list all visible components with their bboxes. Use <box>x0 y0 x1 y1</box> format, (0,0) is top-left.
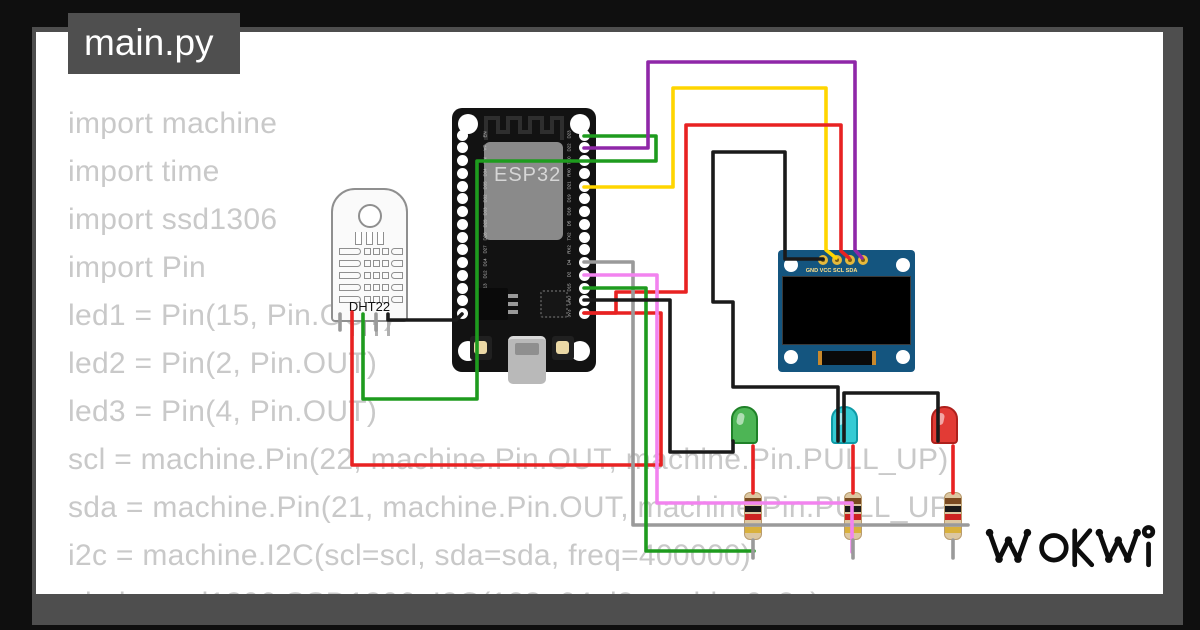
esp32-pin-d13-left[interactable] <box>456 282 468 294</box>
esp32-pin-d5-right[interactable] <box>578 218 590 230</box>
mounting-hole <box>784 350 798 364</box>
wire-oled-gnd-to-led2-cathode[interactable] <box>711 150 840 443</box>
dht22-mounting-hole <box>358 204 382 228</box>
mounting-hole <box>784 258 798 272</box>
esp32-pin-label: VP <box>482 144 488 151</box>
esp32-pin-en-left[interactable] <box>456 129 468 141</box>
esp32-pin-vp-left[interactable] <box>456 142 468 154</box>
resistor-3[interactable] <box>944 492 962 540</box>
code-listing: import machine import time import ssd1306 i… <box>68 100 1068 594</box>
esp32-pin-label: D19 <box>566 194 572 203</box>
oled-vcc-pad[interactable] <box>832 255 842 265</box>
code-line-3: import ssd1306 <box>68 203 278 236</box>
esp32-chip-label: ESP32 <box>494 164 562 186</box>
wire-d2-to-resistor2[interactable] <box>582 273 854 554</box>
esp32-pin-label: D22 <box>566 143 572 152</box>
green-led[interactable] <box>731 406 758 444</box>
mounting-hole <box>896 350 910 364</box>
dht22-sensor[interactable]: DHT22 <box>331 188 408 336</box>
diagram-canvas: import machine import time import ssd1306 i… <box>36 32 1163 594</box>
wire-dht-gnd-to-esp-gnd[interactable] <box>386 312 464 322</box>
esp32-pin-d26-left[interactable] <box>456 231 468 243</box>
dht22-label: DHT22 <box>348 299 391 314</box>
oled-flex-connector <box>818 351 876 365</box>
esp32-pin-d18-right[interactable] <box>578 206 590 217</box>
mounting-hole <box>458 114 478 134</box>
code-line-4: import Pin <box>68 251 207 284</box>
oled-ssd1306-display[interactable]: GND VCC SCL SDA <box>778 250 915 372</box>
wire-led2-to-led3-cathode[interactable] <box>842 391 940 443</box>
esp32-pin-vn-left[interactable] <box>456 155 468 166</box>
esp32-pin-label: D32 <box>482 194 488 203</box>
esp32-pin-d34-left[interactable] <box>456 167 468 179</box>
code-line-6: led2 = Pin(2, Pin.OUT) <box>68 347 378 380</box>
red-led[interactable] <box>931 406 958 444</box>
wire-dht-data-to-d23[interactable] <box>361 134 658 401</box>
esp32-pin-d12-left[interactable] <box>456 269 468 281</box>
oled-screen <box>782 276 911 345</box>
mounting-hole <box>570 341 590 361</box>
wire-d22-to-oled-sda[interactable] <box>582 60 864 260</box>
wire-d15-to-resistor1[interactable] <box>582 286 756 553</box>
esp32-pin-rx0-right[interactable] <box>578 167 590 179</box>
code-line-7: led3 = Pin(4, Pin.OUT) <box>68 395 378 428</box>
wire-layer <box>338 60 970 560</box>
esp32-chip: ESP32 <box>484 142 563 240</box>
esp32-pin-d14-left[interactable] <box>456 257 468 268</box>
wire-esp-gnd-to-led1-cathode[interactable] <box>582 298 735 454</box>
oled-scl-pad[interactable] <box>845 255 855 265</box>
code-line-8: scl = machine.Pin(22, machine.Pin.OUT, m… <box>68 443 949 476</box>
usb-uart-chip <box>540 290 568 318</box>
wire-d21-to-oled-vcc[interactable] <box>582 86 838 260</box>
code-line-9: sda = machine.Pin(21, machine.Pin.OUT, m… <box>68 491 961 524</box>
esp32-pin-gnd-left[interactable] <box>456 295 468 307</box>
esp32-pin-d32-left[interactable] <box>456 193 468 205</box>
code-line-2: import time <box>68 155 220 188</box>
file-tab-label: main.py <box>84 22 214 63</box>
voltage-regulator <box>478 288 508 320</box>
mounting-hole <box>896 258 910 272</box>
antenna-icon <box>484 116 564 140</box>
esp32-pin-rx2-right[interactable] <box>578 244 590 256</box>
boot-button[interactable] <box>552 336 574 360</box>
file-tab[interactable]: main.py <box>68 13 240 74</box>
wire-3v3-to-oled-scl[interactable] <box>582 123 851 315</box>
esp32-pin-d33-left[interactable] <box>456 206 468 217</box>
esp32-pin-label: D27 <box>482 245 488 254</box>
usb-connector <box>508 336 546 384</box>
esp32-pin-tx2-right[interactable] <box>578 231 590 243</box>
code-line-1: import machine <box>68 107 278 140</box>
esp32-pin-d25-left[interactable] <box>456 218 468 230</box>
wire-d4-to-resistor3[interactable] <box>582 260 970 527</box>
code-line-11: oled = ssd1306.SSD1306_I2C(128, 64, i2c,… <box>68 580 1068 594</box>
oled-sda-pad[interactable] <box>858 255 868 265</box>
esp32-pin-label: RX2 <box>566 244 572 254</box>
code-line-10: i2c = machine.I2C(scl=scl, sda=sda, freq… <box>68 539 752 572</box>
oled-pin-labels: GND VCC SCL SDA <box>805 267 858 274</box>
wire-3v3-to-dht-vcc[interactable] <box>350 310 663 467</box>
esp32-pin-d35-left[interactable] <box>456 180 468 192</box>
esp32-pin-d27-left[interactable] <box>456 244 468 256</box>
resistor-1[interactable] <box>744 492 762 540</box>
esp32-pin-d19-right[interactable] <box>578 193 590 205</box>
wokwi-logo <box>985 525 1156 568</box>
en-button[interactable] <box>470 336 492 360</box>
mounting-hole <box>570 114 590 134</box>
